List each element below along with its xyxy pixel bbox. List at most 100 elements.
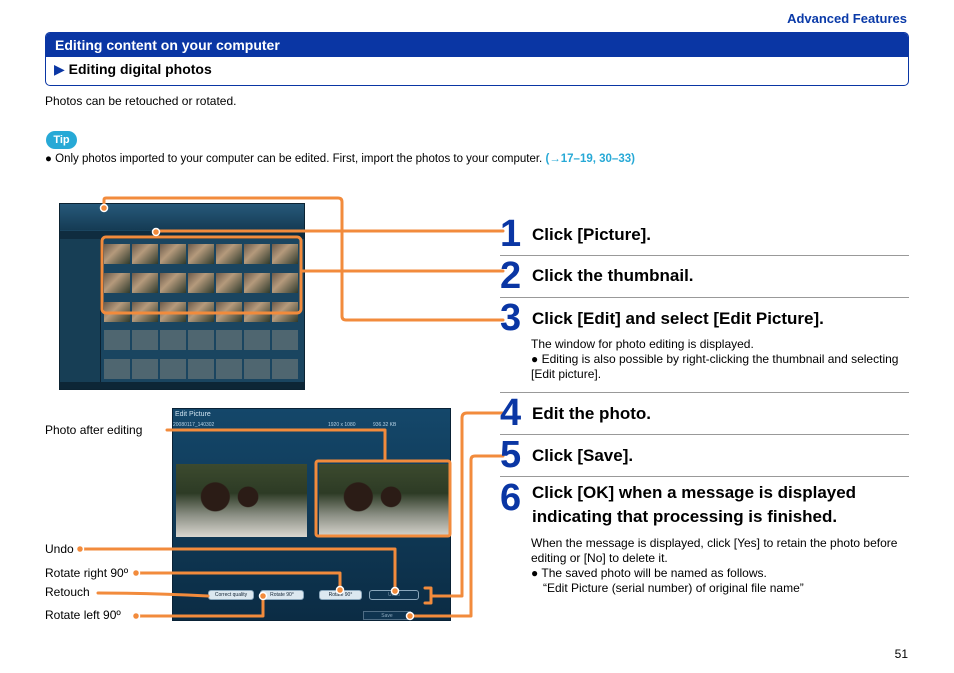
triangle-right-icon: ▶ (54, 61, 65, 77)
step-5: 5 Click [Save]. (500, 434, 909, 476)
thumbnail[interactable] (104, 244, 130, 264)
step-number: 6 (500, 477, 522, 519)
photo-before-editing (176, 464, 307, 537)
empty-slot (132, 330, 158, 351)
page-subtitle: ▶ Editing digital photos (54, 61, 906, 83)
empty-slot (244, 359, 270, 380)
section-tag: Advanced Features (787, 11, 907, 26)
step-number: 5 (500, 434, 522, 476)
step-3-bullet: ● Editing is also possible by right-clic… (531, 352, 909, 382)
tip-body: Only photos imported to your computer ca… (55, 153, 543, 165)
thumbnail[interactable] (216, 244, 242, 264)
step-number: 2 (500, 255, 522, 297)
empty-slot (244, 330, 270, 351)
step-number: 1 (500, 213, 522, 255)
marker-dot (335, 585, 345, 595)
bullet-text: Editing is also possible by right-clicki… (531, 352, 899, 381)
bullet-icon: ● (531, 352, 539, 366)
step-title: Edit the photo. (532, 404, 651, 423)
bullet-icon: ● (45, 153, 52, 165)
empty-slot (104, 359, 130, 380)
empty-slot (132, 359, 158, 380)
thumbnail[interactable] (272, 244, 298, 264)
thumbnail[interactable] (272, 272, 298, 293)
callout-undo (78, 547, 397, 594)
file-name: 20080117_140302 (173, 422, 215, 428)
edit-window-title: Edit Picture (175, 411, 211, 418)
label-rotate-right: Rotate right 90º (45, 566, 129, 580)
step-title: Click [Save]. (532, 446, 634, 465)
label-rotate-left: Rotate left 90º (45, 608, 121, 622)
label-photo-after-editing: Photo after editing (45, 423, 143, 437)
callout-retouch (96, 591, 210, 598)
callout-rotate-right (134, 571, 342, 592)
thumbnail[interactable] (188, 272, 214, 293)
file-resolution: 1920 x 1080 (328, 422, 356, 428)
callout-rotate-left (134, 594, 265, 618)
page-title: Editing content on your computer (46, 33, 908, 57)
thumbnail[interactable] (244, 272, 270, 293)
marker-dot (131, 611, 141, 621)
title-box: Editing content on your computer ▶ Editi… (45, 32, 909, 86)
status-bar (60, 382, 304, 389)
tab-bar (60, 231, 304, 239)
step-3: 3 Click [Edit] and select [Edit Picture]… (500, 297, 909, 339)
empty-slot (272, 330, 298, 351)
page-number: 51 (894, 647, 908, 661)
step-6-note: When the message is displayed, click [Ye… (531, 536, 898, 565)
divider (500, 476, 909, 477)
thumbnail[interactable] (104, 272, 130, 293)
step-4: 4 Edit the photo. (500, 392, 909, 434)
empty-slot (272, 359, 298, 380)
step-title: Click [Edit] and select [Edit Picture]. (532, 309, 824, 328)
step-title-line2: indicating that processing is finished. (532, 507, 838, 526)
empty-slot (216, 330, 242, 351)
thumbnail[interactable] (160, 272, 186, 293)
file-info: 20080117_140302 1920 x 1080 936.32 KB (173, 422, 450, 430)
empty-slot (160, 330, 186, 351)
tip-badge: Tip (46, 131, 77, 149)
bullet-icon: ● (531, 566, 539, 580)
empty-slot (104, 330, 130, 351)
marker-dot (99, 203, 109, 213)
marker-dot (258, 591, 268, 601)
marker-dot (390, 586, 400, 596)
step-title: Click the thumbnail. (532, 266, 694, 285)
step-6-bullet: ● The saved photo will be named as follo… (531, 566, 909, 581)
thumbnail[interactable] (132, 244, 158, 264)
thumbnail[interactable] (188, 244, 214, 264)
callout-step4 (429, 411, 505, 598)
step-3-note: The window for photo editing is displaye… (531, 337, 754, 351)
callout-step5 (408, 454, 505, 618)
thumbnail[interactable] (216, 272, 242, 293)
photo-after-editing (319, 464, 450, 537)
step-1: 1 Click [Picture]. (500, 213, 909, 255)
step-title: Click [Picture]. (532, 225, 652, 244)
thumbnail[interactable] (244, 244, 270, 264)
divider (500, 255, 909, 256)
divider (500, 392, 909, 393)
label-retouch: Retouch (45, 585, 90, 599)
callout-step3 (102, 196, 505, 322)
step-number: 3 (500, 297, 522, 339)
step-6: 6 Click [OK] when a message is displayed… (500, 479, 909, 529)
marker-dot (151, 227, 161, 237)
step-number: 4 (500, 392, 522, 434)
file-size: 936.32 KB (373, 422, 397, 428)
empty-slot (160, 359, 186, 380)
thumbnail[interactable] (132, 272, 158, 293)
tip-page-link[interactable]: (→17–19, 30–33) (545, 153, 635, 165)
bullet-text: The saved photo will be named as follows… (541, 566, 767, 580)
divider (500, 297, 909, 298)
marker-dot (75, 544, 85, 554)
marker-dot (405, 611, 415, 621)
thumbnail-grid (104, 244, 300, 386)
step-6-filename-format: “Edit Picture (serial number) of origina… (543, 581, 804, 595)
folder-tree (60, 239, 101, 389)
marker-dot (131, 568, 141, 578)
edit-picture-window-screenshot: Edit Picture 20080117_140302 1920 x 1080… (172, 408, 451, 621)
thumbnail[interactable] (160, 244, 186, 264)
empty-slot (188, 330, 214, 351)
edited-photo-highlight-box (314, 459, 452, 538)
